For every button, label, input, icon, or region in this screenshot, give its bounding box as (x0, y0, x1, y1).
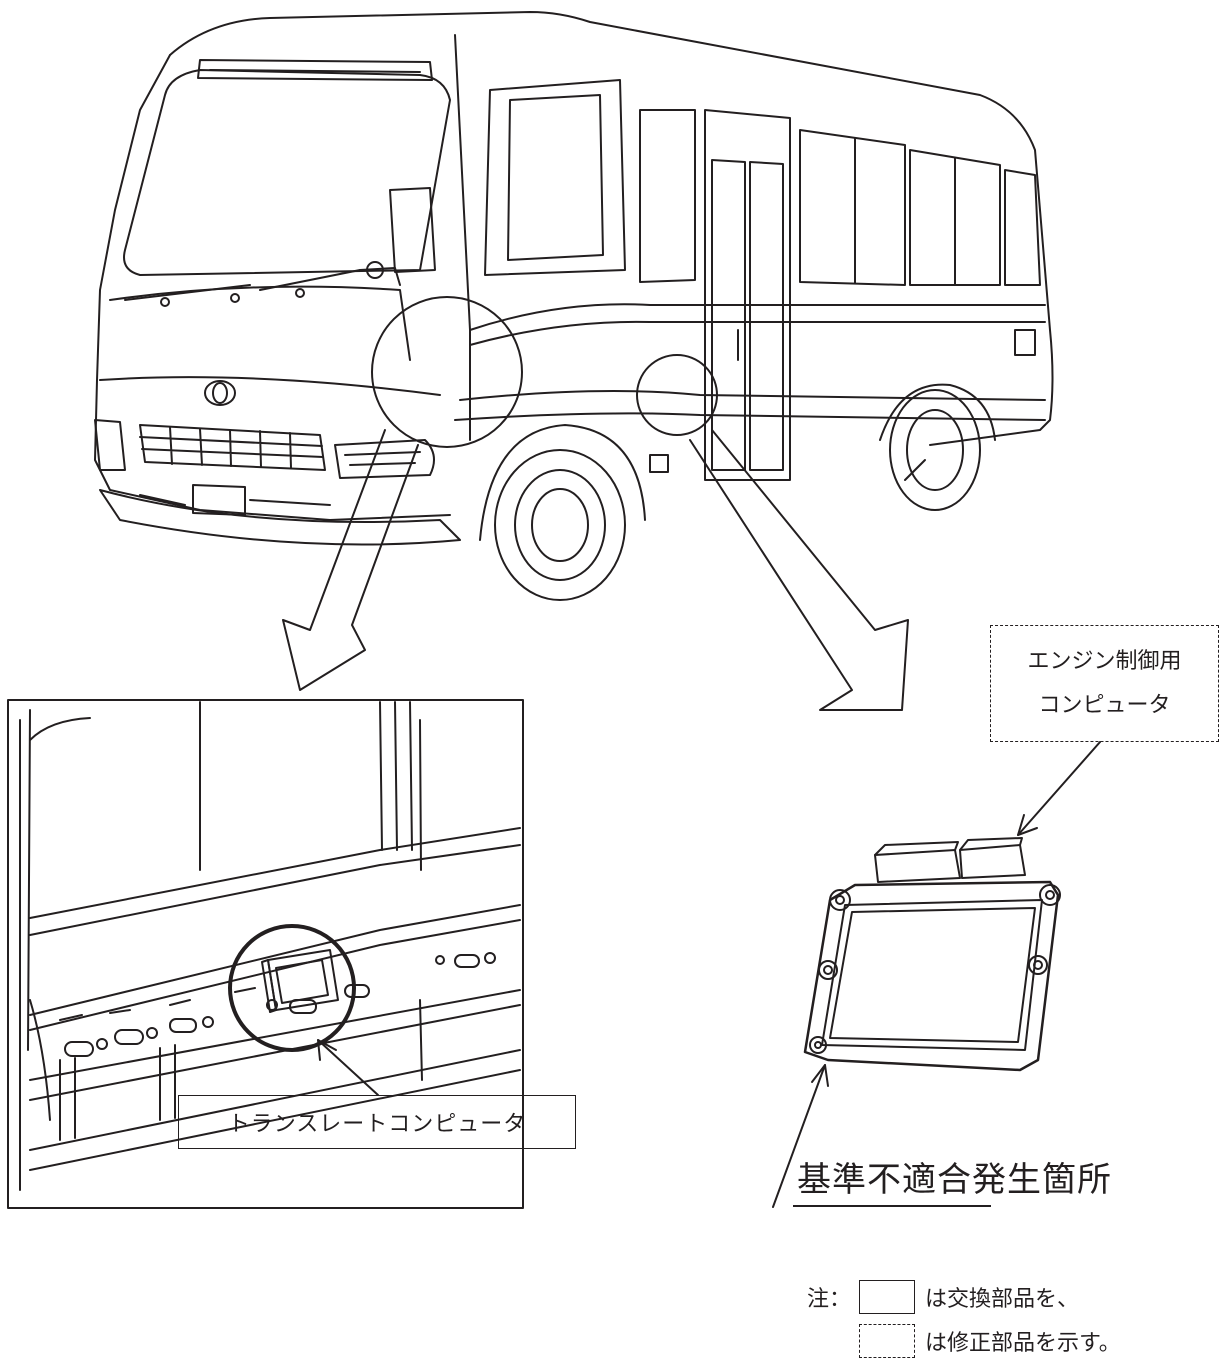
bus-drawing (94, 11, 1054, 601)
leader-engine-arrowhead (1017, 814, 1038, 836)
ecu-drawing (803, 837, 1061, 1072)
leader-translate-arrowhead (317, 1039, 337, 1061)
engine-computer-text-line2: コンピュータ (1038, 692, 1171, 718)
translate-computer-text: トランスレートコンピュータ (227, 1112, 527, 1137)
engine-computer-label: エンジン制御用 コンピュータ (990, 625, 1219, 742)
leader-engine (1017, 741, 1101, 836)
translate-computer-label: トランスレートコンピュータ (178, 1095, 576, 1149)
arrow-to-detail (282, 429, 419, 691)
legend-solid-swatch (859, 1280, 916, 1314)
nonconformity-location-title: 基準不適合発生箇所 (793, 1152, 1111, 1207)
leader-translate (317, 1039, 379, 1096)
legend-solid-text: は交換部品を、 (925, 1287, 1080, 1312)
leader-nonconform (772, 1064, 826, 1208)
legend: 注： は交換部品を、 は修正部品を示す。 (807, 1275, 1121, 1363)
engine-computer-text-line1: エンジン制御用 (1027, 648, 1182, 674)
detail-panel (7, 699, 524, 1209)
leader-nonconform-arrowhead (811, 1064, 829, 1087)
legend-row-dashed: は修正部品を示す。 (807, 1319, 1121, 1363)
arrow-to-ecu (689, 429, 909, 711)
location-circle-side (636, 354, 718, 436)
location-circle-front (371, 296, 523, 448)
legend-dashed-swatch (859, 1324, 915, 1358)
legend-row-solid: 注： は交換部品を、 (807, 1275, 1121, 1319)
legend-prefix: 注： (807, 1287, 852, 1312)
legend-dashed-text: は修正部品を示す。 (925, 1331, 1121, 1356)
